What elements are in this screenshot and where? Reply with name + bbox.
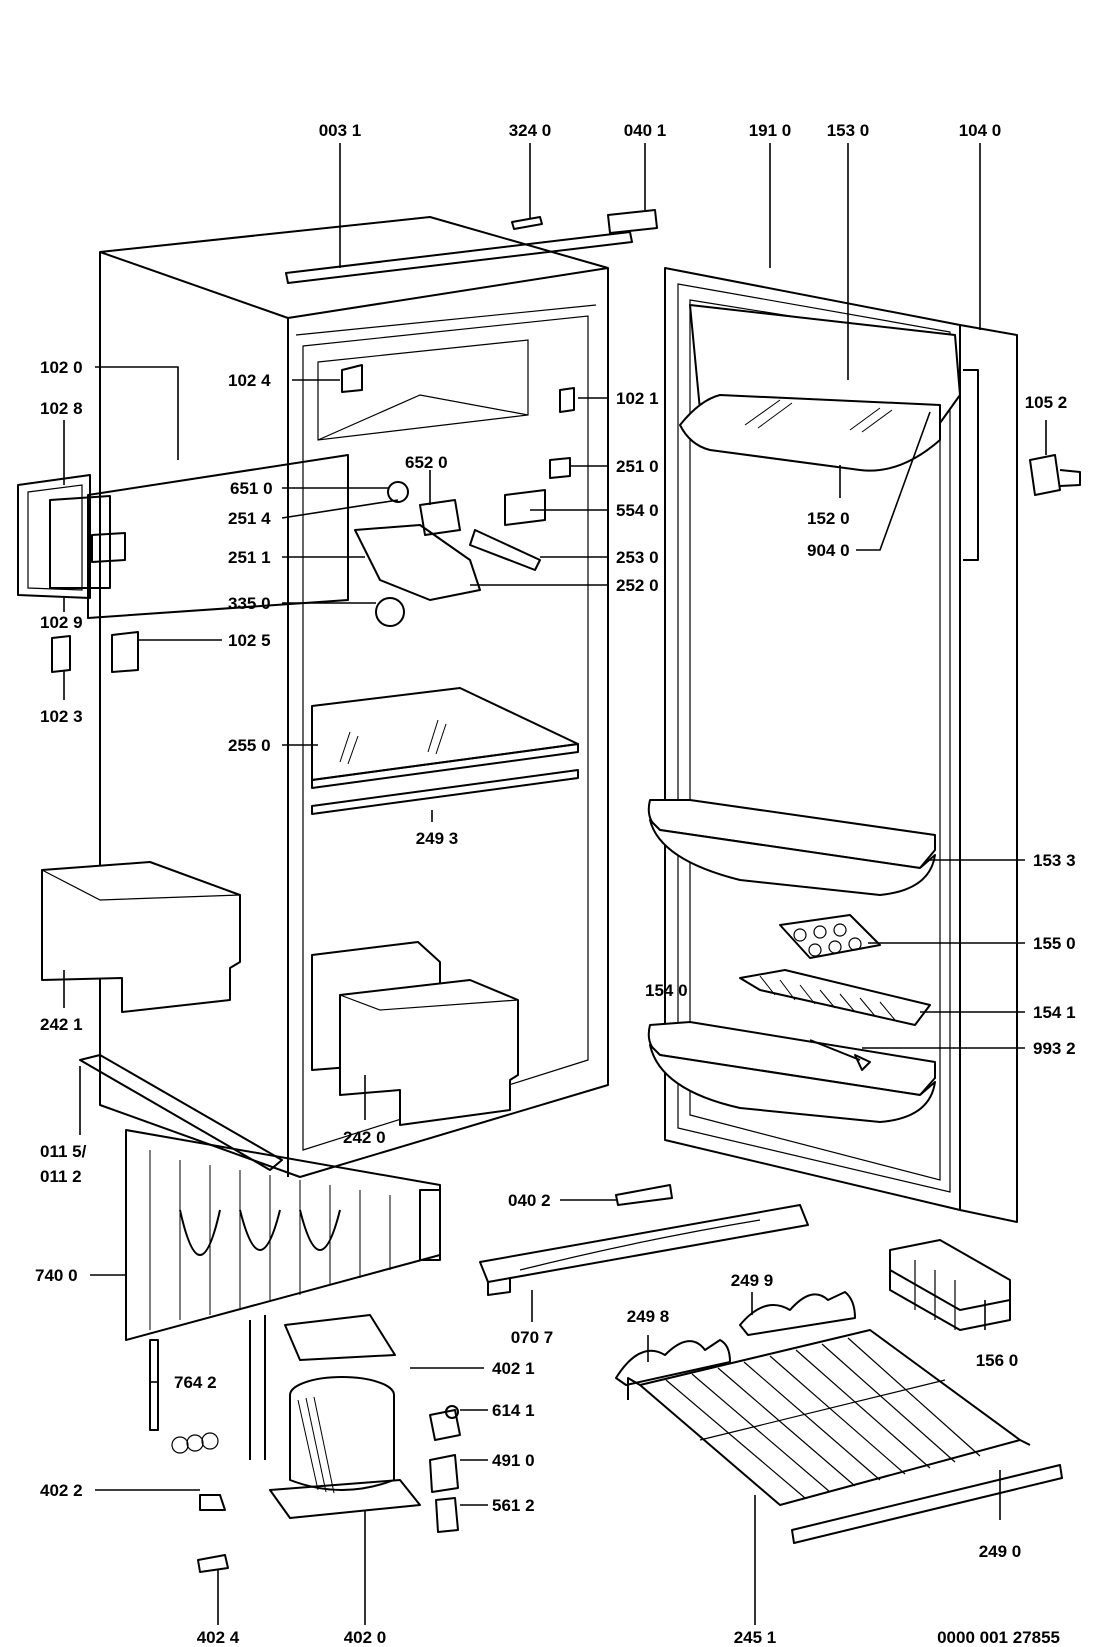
- egg-tray-155: [779, 914, 881, 959]
- label-152-0: 152 0: [807, 509, 850, 528]
- ice-tray-156: [889, 1239, 1011, 1331]
- door-shelf-154-0: [647, 1021, 936, 1123]
- label-245-1: 245 1: [734, 1628, 777, 1647]
- label-491-0: 491 0: [492, 1451, 535, 1470]
- label-154-1: 154 1: [1033, 1003, 1076, 1022]
- condenser-740: [125, 1129, 441, 1341]
- profile-070-7: [479, 1204, 809, 1296]
- parts-drawing: [17, 209, 1081, 1573]
- electrical-accessories: [429, 1405, 461, 1533]
- label-402-0: 402 0: [344, 1628, 387, 1647]
- dairy-compartment: [679, 304, 961, 472]
- cabinet-body: [99, 216, 633, 1178]
- label-651-0: 651 0: [230, 479, 273, 498]
- label-402-1: 402 1: [492, 1359, 535, 1378]
- label-156-0: 156 0: [976, 1351, 1019, 1370]
- label-191-0: 191 0: [749, 121, 792, 140]
- label-102-8: 102 8: [40, 399, 83, 418]
- drawing-code: 0000 001 27855: [937, 1628, 1060, 1647]
- control-panel: [17, 454, 349, 673]
- label-249-9: 249 9: [731, 1271, 774, 1290]
- label-102-0: 102 0: [40, 358, 83, 377]
- label-255-0: 255 0: [228, 736, 271, 755]
- label-102-3: 102 3: [40, 707, 83, 726]
- rail-011: [79, 1054, 283, 1171]
- label-070-7: 070 7: [511, 1328, 554, 1347]
- label-904-0: 904 0: [807, 541, 850, 560]
- label-102-9: 102 9: [40, 613, 83, 632]
- label-561-2: 561 2: [492, 1496, 535, 1515]
- label-154-0: 154 0: [645, 981, 688, 1000]
- label-740-0: 740 0: [35, 1266, 78, 1285]
- label-251-4: 251 4: [228, 509, 271, 528]
- label-153-0: 153 0: [827, 121, 870, 140]
- label-614-1: 614 1: [492, 1401, 535, 1420]
- label-003-1: 003 1: [319, 121, 362, 140]
- basket-242-1: [41, 861, 241, 1013]
- label-993-2: 993 2: [1033, 1039, 1076, 1058]
- strip-249-0: [791, 1464, 1063, 1544]
- label-242-0: 242 0: [343, 1128, 386, 1147]
- label-402-2: 402 2: [40, 1481, 83, 1500]
- label-102-4: 102 4: [228, 371, 271, 390]
- label-324-0: 324 0: [509, 121, 552, 140]
- label-251-1: 251 1: [228, 548, 271, 567]
- label-155-0: 155 0: [1033, 934, 1076, 953]
- label-554-0: 554 0: [616, 501, 659, 520]
- label-251-0: 251 0: [616, 457, 659, 476]
- bottle-retainer-154-1: [739, 969, 931, 1026]
- label-249-3: 249 3: [416, 829, 459, 848]
- bottle-holders: [615, 1291, 856, 1386]
- label-249-0: 249 0: [979, 1542, 1022, 1561]
- label-652-0: 652 0: [405, 453, 448, 472]
- label-040-2: 040 2: [508, 1191, 551, 1210]
- label-242-1: 242 1: [40, 1015, 83, 1034]
- label-249-8: 249 8: [627, 1307, 670, 1326]
- hinge-105: [1029, 454, 1081, 496]
- label-104-0: 104 0: [959, 121, 1002, 140]
- label-102-5: 102 5: [228, 631, 271, 650]
- label-040-1: 040 1: [624, 121, 667, 140]
- leader-lines: [63, 143, 1047, 1625]
- label-105-2: 105 2: [1025, 393, 1068, 412]
- label-253-0: 253 0: [616, 548, 659, 567]
- label-402-4: 402 4: [197, 1628, 240, 1647]
- wire-shelf-245-1: [627, 1329, 1031, 1506]
- label-011-5: 011 5/: [40, 1142, 87, 1161]
- label-252-0: 252 0: [616, 576, 659, 595]
- door-shelf-153-3: [647, 799, 936, 896]
- part-labels: 003 1 324 0 040 1 191 0 153 0 104 0 102 …: [35, 121, 1076, 1647]
- label-153-3: 153 3: [1033, 851, 1076, 870]
- label-764-2: 764 2: [174, 1373, 217, 1392]
- label-335-0: 335 0: [228, 594, 271, 613]
- compressor-402: [149, 1314, 421, 1573]
- label-102-1: 102 1: [616, 389, 659, 408]
- label-011-2: 011 2: [40, 1167, 82, 1186]
- small-brackets: [511, 209, 673, 1206]
